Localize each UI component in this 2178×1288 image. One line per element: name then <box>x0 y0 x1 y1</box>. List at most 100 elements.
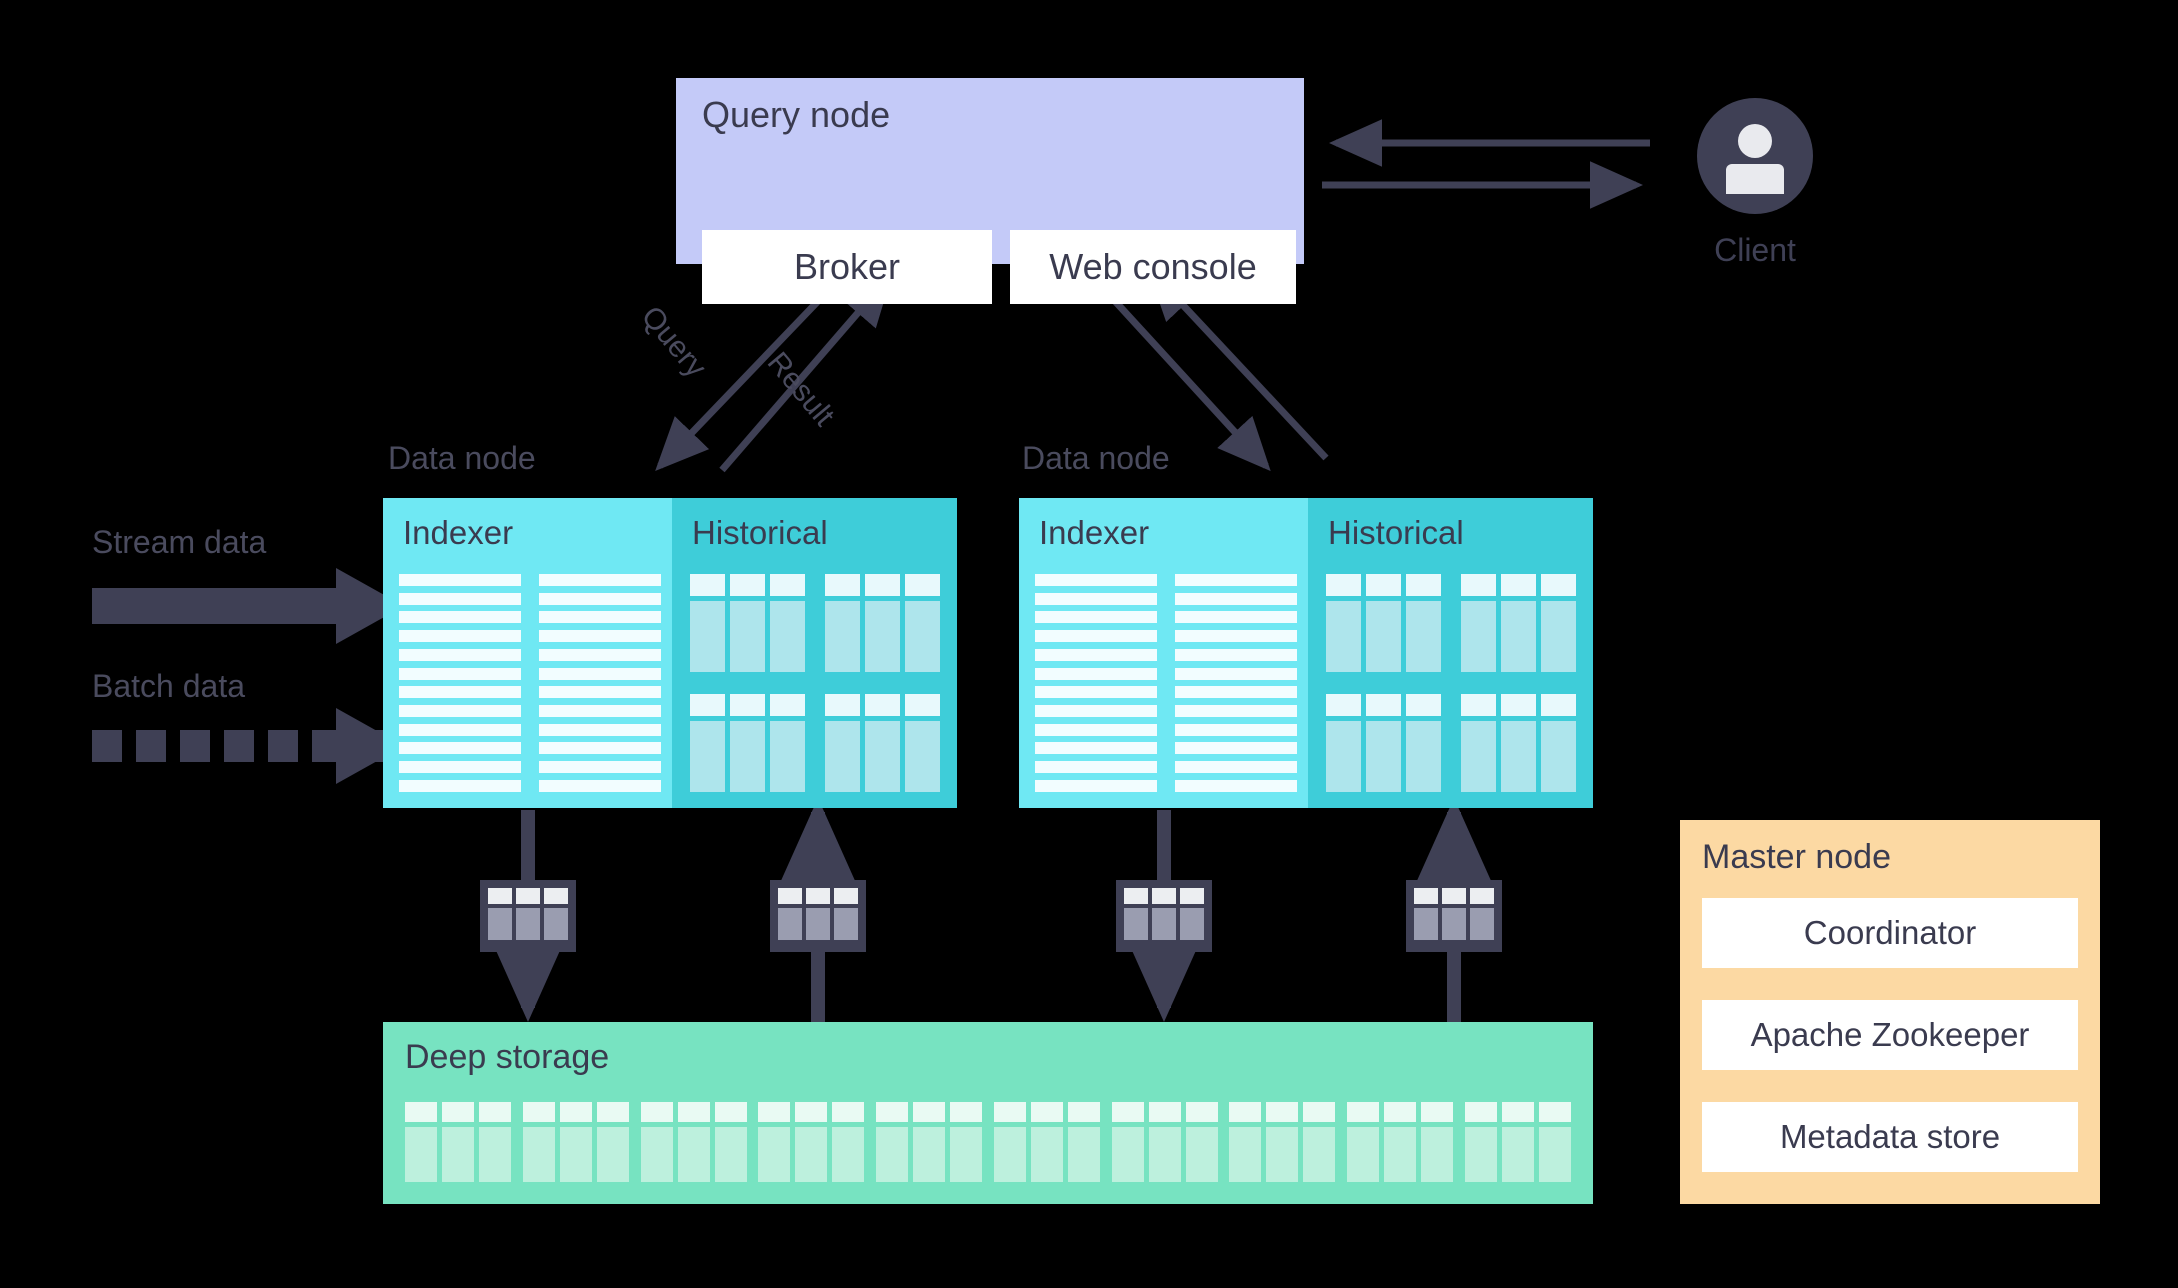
segment-columns <box>522 1127 629 1182</box>
indexer-row <box>399 723 521 736</box>
web-console-box[interactable]: Web console <box>1010 230 1296 304</box>
query-node-title: Query node <box>702 94 891 135</box>
segment-header <box>876 1102 983 1122</box>
indexer-row <box>539 761 661 774</box>
historical-pane-2[interactable]: Historical <box>1308 498 1593 808</box>
historical-pane-1[interactable]: Historical <box>672 498 957 808</box>
indexer-row <box>1035 779 1157 792</box>
segment-columns <box>825 601 940 672</box>
indexer-row <box>1175 761 1297 774</box>
segment-columns <box>690 721 805 792</box>
segment-icon <box>825 574 940 672</box>
indexer-title-1: Indexer <box>403 514 514 551</box>
indexer-row <box>399 705 521 718</box>
indexer-column <box>1175 574 1297 792</box>
indexer-row <box>1175 705 1297 718</box>
indexer-row <box>1175 592 1297 605</box>
segment-header <box>1111 1102 1218 1122</box>
master-node-title: Master node <box>1702 838 1891 876</box>
segment-header <box>1461 694 1576 716</box>
historical-segments-2 <box>1326 574 1576 792</box>
indexer-rows-1 <box>399 574 661 792</box>
indexer-column <box>1035 574 1157 792</box>
segment-columns <box>876 1127 983 1182</box>
segment-columns <box>1464 1127 1571 1182</box>
indexer-row <box>539 630 661 643</box>
indexer-row <box>1035 667 1157 680</box>
indexer-row <box>399 648 521 661</box>
segment-header <box>1464 1102 1571 1122</box>
indexer-column <box>399 574 521 792</box>
indexer-row <box>1035 705 1157 718</box>
indexer-row <box>539 648 661 661</box>
result-flow-label: Result <box>760 346 841 433</box>
historical-segments-1 <box>690 574 940 792</box>
indexer-row <box>1035 592 1157 605</box>
indexer-rows-2 <box>1035 574 1297 792</box>
segment-columns <box>778 908 858 940</box>
indexer-row <box>539 592 661 605</box>
segment-header <box>1229 1102 1336 1122</box>
indexer-row <box>539 611 661 624</box>
query-flow-label: Query <box>634 300 713 384</box>
segment-header <box>1124 888 1204 904</box>
data-node-2-label: Data node <box>1022 440 1170 476</box>
segment-columns <box>758 1127 865 1182</box>
indexer-pane-1[interactable]: Indexer <box>383 498 672 808</box>
segment-columns <box>1326 721 1441 792</box>
segment-header <box>825 694 940 716</box>
indexer-row <box>539 723 661 736</box>
indexer-row <box>1035 648 1157 661</box>
indexer-row <box>399 761 521 774</box>
segment-columns <box>488 908 568 940</box>
deep-storage-panel[interactable]: Deep storage <box>383 1022 1593 1204</box>
segment-icon <box>1111 1102 1218 1182</box>
data-node-2-panel[interactable]: Indexer Historical <box>1019 498 1593 808</box>
indexer-row <box>1175 779 1297 792</box>
segment-header <box>488 888 568 904</box>
metadata-store-box[interactable]: Metadata store <box>1702 1102 2078 1172</box>
segment-columns <box>1111 1127 1218 1182</box>
indexer-row <box>1035 742 1157 755</box>
segment-header <box>405 1102 511 1122</box>
segment-icon <box>690 694 805 792</box>
master-node-panel[interactable]: Master node Coordinator Apache Zookeeper… <box>1680 820 2100 1204</box>
client-person-icon <box>1697 98 1813 214</box>
broker-box[interactable]: Broker <box>702 230 992 304</box>
indexer-row <box>399 667 521 680</box>
zookeeper-box[interactable]: Apache Zookeeper <box>1702 1000 2078 1070</box>
segment-transfer-icon-1 <box>480 880 576 952</box>
query-node-panel[interactable]: Query node Broker Web console <box>676 78 1304 304</box>
indexer-row <box>399 611 521 624</box>
stream-data-label: Stream data <box>92 524 267 560</box>
indexer-row <box>1035 574 1157 586</box>
indexer-row <box>1035 611 1157 624</box>
indexer-row <box>399 592 521 605</box>
indexer-row <box>1175 630 1297 643</box>
segment-header <box>758 1102 865 1122</box>
coordinator-box[interactable]: Coordinator <box>1702 898 2078 968</box>
indexer-row <box>399 574 521 586</box>
segment-icon <box>1326 574 1441 672</box>
segment-columns <box>1229 1127 1336 1182</box>
segment-header <box>690 574 805 596</box>
indexer-row <box>399 779 521 792</box>
indexer-row <box>1175 723 1297 736</box>
segment-columns <box>1461 721 1576 792</box>
segment-icon <box>640 1102 747 1182</box>
indexer-title-2: Indexer <box>1039 514 1150 551</box>
segment-icon <box>1229 1102 1336 1182</box>
deep-storage-title: Deep storage <box>405 1038 610 1076</box>
indexer-row <box>539 705 661 718</box>
indexer-row <box>1175 667 1297 680</box>
data-node-1-panel[interactable]: Indexer Historical <box>383 498 957 808</box>
indexer-pane-2[interactable]: Indexer <box>1019 498 1308 808</box>
segment-icon <box>405 1102 511 1182</box>
segment-header <box>1326 574 1441 596</box>
segment-columns <box>1124 908 1204 940</box>
person-body-icon <box>1726 164 1784 194</box>
indexer-row <box>539 686 661 699</box>
segment-icon <box>522 1102 629 1182</box>
segment-columns <box>1414 908 1494 940</box>
